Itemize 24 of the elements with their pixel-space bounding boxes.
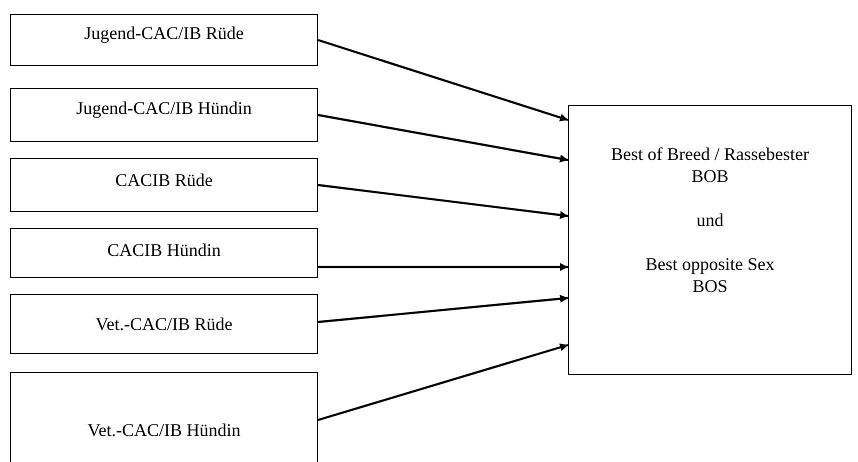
class-box	[10, 294, 318, 354]
arrow	[318, 184, 568, 219]
result-box	[568, 105, 852, 375]
box-label: CACIB Hündin	[107, 239, 221, 261]
box-label: Best opposite Sex	[646, 253, 774, 275]
box-label: Jugend-CAC/IB Hündin	[76, 97, 252, 119]
class-box	[10, 88, 318, 142]
arrow	[318, 343, 568, 422]
arrow	[318, 38, 568, 122]
arrow	[318, 114, 568, 163]
class-box	[10, 228, 318, 278]
box-label: Jugend-CAC/IB Rüde	[84, 22, 244, 44]
box-label: CACIB Rüde	[115, 169, 213, 191]
box-label: BOS	[692, 275, 728, 297]
arrow	[318, 294, 568, 324]
arrow	[318, 263, 568, 271]
box-label: BOB	[691, 165, 728, 187]
class-box	[10, 14, 318, 66]
box-label: und	[696, 209, 724, 232]
box-label: Best of Breed / Rassebester	[611, 143, 809, 165]
box-label: Vet.-CAC/IB Hündin	[88, 419, 240, 441]
box-label: Vet.-CAC/IB Rüde	[96, 313, 232, 335]
class-box	[10, 158, 318, 212]
class-box	[10, 372, 318, 462]
